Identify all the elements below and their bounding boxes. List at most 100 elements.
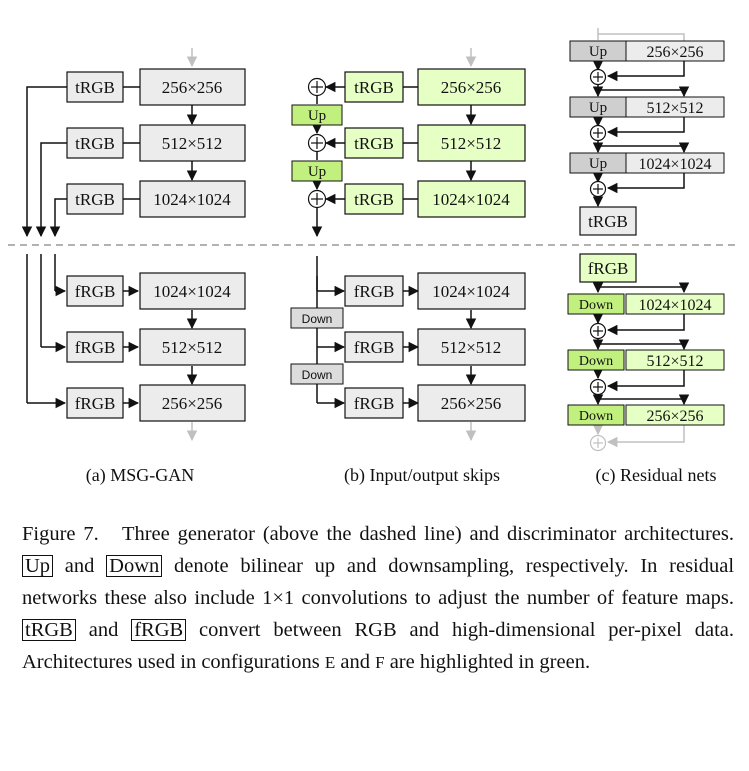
frgb-label: fRGB [75,282,116,301]
down-box [290,307,344,329]
trgb-label: tRGB [75,78,115,97]
frgb-label: fRGB [588,259,629,278]
res-box [139,328,246,366]
res-box [417,384,526,422]
frgb-inline-box: fRGB [131,619,187,641]
res-box [139,180,246,218]
caption-text: and [64,555,95,577]
down-box [567,349,625,371]
res-box [417,328,526,366]
frgb-box [66,275,124,307]
panel-a: tRGB 256×256 tRGB 512×512 tRGB 1024×1024… [66,68,246,486]
trgb-label: tRGB [588,212,628,231]
caption-text: are highlighted in green. [389,651,591,673]
res-box [417,180,526,218]
caption-text: convert between RGB and high-dimensional… [22,619,735,673]
res-box [417,272,526,310]
trgb-box [66,127,124,159]
res-label: 1024×1024 [153,282,231,301]
frgb-box [66,331,124,363]
down-label: Down [579,298,613,313]
res-box [625,404,725,426]
res-box [139,384,246,422]
up-inline-box: Up [22,555,54,577]
frgb-label: fRGB [354,338,395,357]
caption-text: and [88,619,119,641]
up-label: Up [308,108,326,124]
down-box [567,293,625,315]
down-inline-box: Down [106,555,163,577]
figure-caption: Figure 7. Three generator (above the das… [22,518,734,679]
trgb-box [344,183,404,215]
trgb-label: tRGB [75,190,115,209]
up-label: Up [308,164,326,180]
caption-text: denote bilinear up and downsampling, res… [22,555,735,609]
res-box [625,152,725,174]
res-box [625,40,725,62]
trgb-label: tRGB [354,134,394,153]
trgb-inline-box: tRGB [22,619,76,641]
res-box [417,124,526,162]
down-box [290,363,344,385]
frgb-label: fRGB [354,394,395,413]
config-e: E [324,653,336,672]
res-label: 512×512 [441,338,502,357]
frgb-box [344,275,404,307]
config-f: F [375,653,385,672]
res-label: 1024×1024 [432,282,510,301]
up-label: Up [589,44,607,60]
frgb-label: fRGB [75,338,116,357]
res-box [139,68,246,106]
down-box [567,404,625,426]
caption-text: and [340,651,370,673]
res-label: 512×512 [441,134,502,153]
down-label: Down [302,312,333,326]
up-box [291,104,343,126]
res-label: 512×512 [162,338,223,357]
res-label: 256×256 [646,44,703,61]
trgb-box [344,127,404,159]
res-label: 1024×1024 [638,156,711,173]
frgb-box [66,387,124,419]
res-label: 256×256 [162,394,223,413]
res-label: 256×256 [441,78,502,97]
res-label: 512×512 [646,100,703,117]
caption-text: Three generator (above the dashed line) … [121,523,734,545]
res-label: 512×512 [162,134,223,153]
res-box [417,68,526,106]
res-box [625,96,725,118]
panel-c-caption: (c) Residual nets [596,465,717,486]
res-label: 1024×1024 [153,190,231,209]
res-box [139,272,246,310]
trgb-box [579,206,637,236]
up-label: Up [589,156,607,172]
res-label: 256×256 [441,394,502,413]
res-label: 256×256 [646,408,703,425]
trgb-box [66,183,124,215]
panel-b: Up Up tRGB 256×256 tRGB 512×512 tRGB 102… [290,68,526,486]
frgb-label: fRGB [75,394,116,413]
up-box [291,160,343,182]
panel-a-caption: (a) MSG-GAN [86,465,194,486]
res-label: 1024×1024 [432,190,510,209]
panel-b-caption: (b) Input/output skips [344,465,500,486]
down-label: Down [579,354,613,369]
frgb-box [344,331,404,363]
res-label: 512×512 [646,353,703,370]
res-label: 1024×1024 [638,297,711,314]
res-box [625,349,725,371]
trgb-label: tRGB [75,134,115,153]
frgb-label: fRGB [354,282,395,301]
up-label: Up [589,100,607,116]
figure-label: Figure 7. [22,523,99,545]
down-label: Down [579,409,613,424]
trgb-label: tRGB [354,190,394,209]
res-box [625,293,725,315]
architecture-diagram: tRGB 256×256 tRGB 512×512 tRGB 1024×1024… [8,28,740,486]
panel-c: Up 256×256 Up 512×512 Up 1024×1024 tRGB … [567,40,725,486]
res-box [139,124,246,162]
frgb-box [579,253,637,283]
res-label: 256×256 [162,78,223,97]
down-label: Down [302,368,333,382]
trgb-box [66,71,124,103]
